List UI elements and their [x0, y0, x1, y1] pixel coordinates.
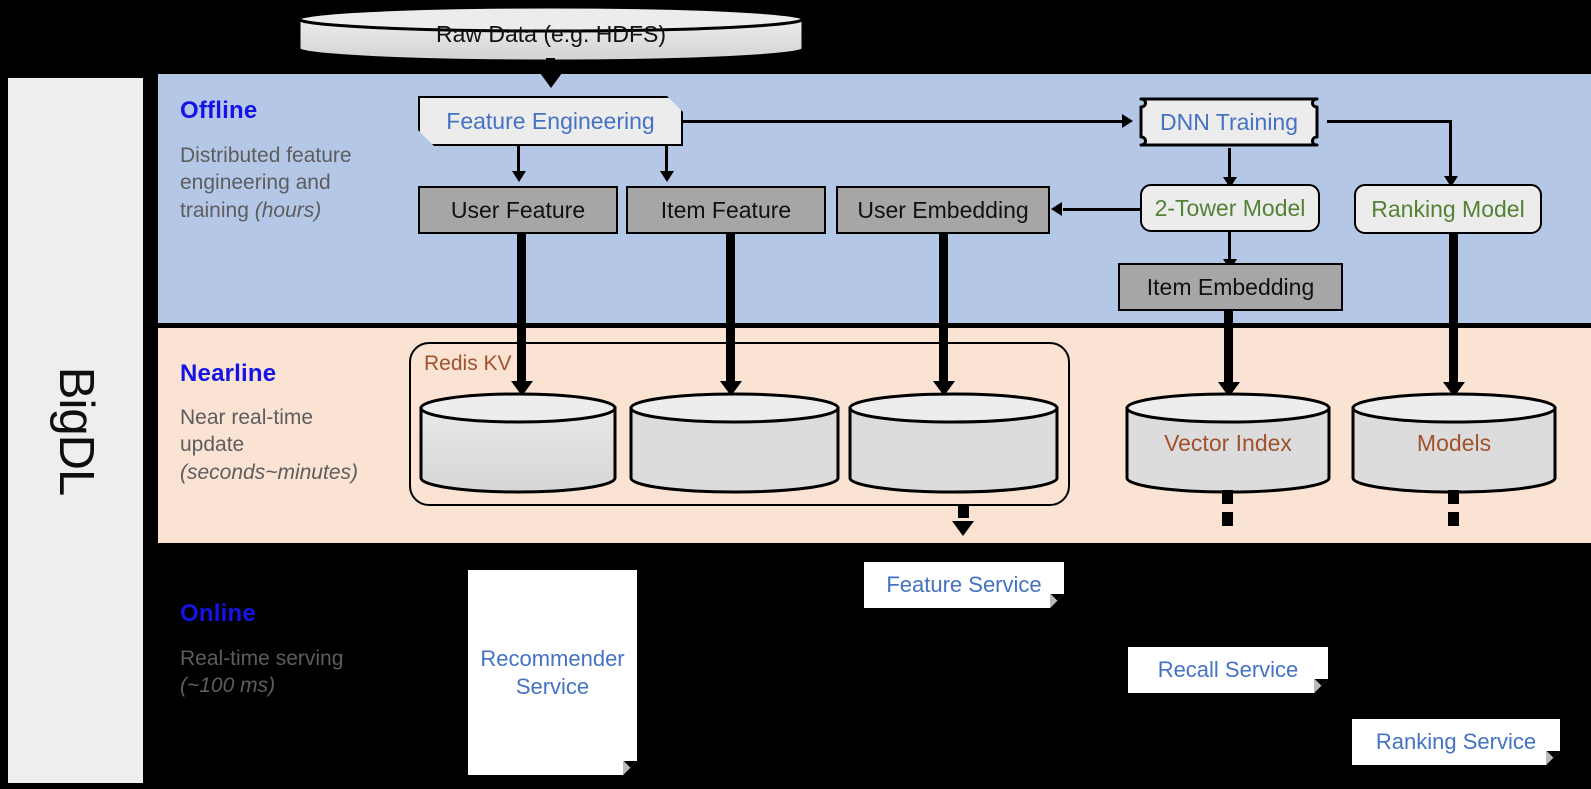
- pipe-user-feature: [517, 234, 526, 386]
- two-tower-model-node[interactable]: 2-Tower Model: [1140, 184, 1320, 232]
- ranking-service-label: Ranking Service: [1375, 729, 1537, 755]
- recall-service-node[interactable]: Recall Service: [1128, 647, 1328, 693]
- online-subtitle-main: Real-time serving: [180, 647, 344, 670]
- pipe-user-embedding: [939, 234, 948, 386]
- nearline-subtitle-italic: (seconds~minutes): [180, 460, 358, 484]
- raw-data-label: Raw Data (e.g. HDFS): [435, 20, 667, 47]
- online-subtitle-italic: (~100 ms): [180, 674, 276, 698]
- edge-fe-itemfeature-arrow: [660, 171, 674, 182]
- edge-dnn-ranking-h: [1327, 120, 1451, 123]
- models-label: Models: [1416, 429, 1492, 456]
- models-cylinder: Models: [1350, 392, 1558, 494]
- edge-fe-userfeature: [517, 146, 520, 172]
- pipe-item-feature: [726, 234, 735, 386]
- dash-models-2: [1448, 512, 1459, 526]
- user-feature-node[interactable]: User Feature: [418, 186, 618, 234]
- dash-models-1: [1448, 490, 1459, 504]
- online-title: Online: [180, 600, 256, 627]
- vector-index-label: Vector Index: [1164, 429, 1292, 456]
- user-embedding-node[interactable]: User Embedding: [836, 186, 1050, 234]
- pipe-item-feature-arrow: [720, 381, 742, 396]
- dash-feature-service-arrow: [952, 521, 974, 536]
- edge-rawdata-fe: [546, 58, 555, 76]
- user-feature-store-label: [418, 392, 618, 494]
- nearline-subtitle-main: Near real-time update: [180, 406, 314, 457]
- edge-twotower-itememb: [1228, 232, 1231, 260]
- edge-twotower-userembedding: [1063, 208, 1161, 211]
- online-subtitle: Real-time serving (~100 ms): [180, 645, 380, 700]
- feature-service-node[interactable]: Feature Service: [864, 562, 1064, 608]
- offline-title: Offline: [180, 97, 258, 124]
- bigdl-sidebar: BigDL: [8, 78, 143, 783]
- edge-twotower-userembedding-arrow: [1051, 202, 1062, 216]
- pipe-item-embedding: [1224, 311, 1233, 387]
- edge-dnn-ranking-v: [1449, 120, 1452, 177]
- redis-kv-group: [409, 342, 1070, 506]
- item-feature-store-label: [628, 392, 841, 494]
- edge-fe-userfeature-arrow: [512, 171, 526, 182]
- dnn-training-label: DNN Training: [1159, 108, 1299, 135]
- item-embedding-node[interactable]: Item Embedding: [1118, 263, 1343, 311]
- feature-service-label: Feature Service: [886, 572, 1042, 598]
- user-embedding-store-cylinder: [847, 392, 1060, 494]
- item-feature-store-cylinder: [628, 392, 841, 494]
- item-feature-node[interactable]: Item Feature: [626, 186, 826, 234]
- ranking-model-node[interactable]: Ranking Model: [1354, 184, 1542, 234]
- feature-engineering-node[interactable]: Feature Engineering: [418, 96, 683, 146]
- edge-dnn-twotower-arrow: [1223, 177, 1237, 188]
- dnn-training-node[interactable]: DNN Training: [1131, 96, 1327, 148]
- dash-vector-index-2: [1222, 512, 1233, 526]
- recall-service-label: Recall Service: [1157, 657, 1299, 683]
- pipe-user-embedding-arrow: [933, 381, 955, 396]
- redis-kv-label: Redis KV: [424, 352, 512, 375]
- dash-vector-index-1: [1222, 490, 1233, 504]
- recommender-service-node[interactable]: Recommender Service: [468, 570, 637, 775]
- edge-fe-itemfeature: [665, 146, 668, 172]
- offline-subtitle-main: Distributed feature engineering and trai…: [180, 144, 352, 222]
- edge-dnn-ranking-arrow: [1444, 176, 1458, 187]
- offline-subtitle: Distributed feature engineering and trai…: [180, 142, 380, 224]
- user-embedding-store-label: [847, 392, 1060, 494]
- pipe-ranking-model: [1449, 234, 1458, 387]
- pipe-user-feature-arrow: [511, 381, 533, 396]
- edge-dnn-twotower: [1228, 148, 1231, 178]
- user-feature-store-cylinder: [418, 392, 618, 494]
- dash-feature-service-1: [958, 506, 969, 518]
- ranking-service-node[interactable]: Ranking Service: [1352, 719, 1560, 765]
- recommender-service-label: Recommender Service: [480, 646, 625, 699]
- edge-fe-dnn-arrow: [1122, 114, 1133, 128]
- bigdl-label: BigDL: [48, 366, 103, 495]
- vector-index-cylinder: Vector Index: [1124, 392, 1332, 494]
- offline-subtitle-italic: (hours): [254, 198, 322, 222]
- nearline-title: Nearline: [180, 360, 277, 387]
- edge-fe-dnn: [683, 120, 1123, 123]
- raw-data-cylinder: Raw Data (e.g. HDFS): [296, 5, 806, 63]
- edge-rawdata-fe-arrow: [540, 73, 562, 88]
- nearline-subtitle: Near real-time update (seconds~minutes): [180, 404, 380, 486]
